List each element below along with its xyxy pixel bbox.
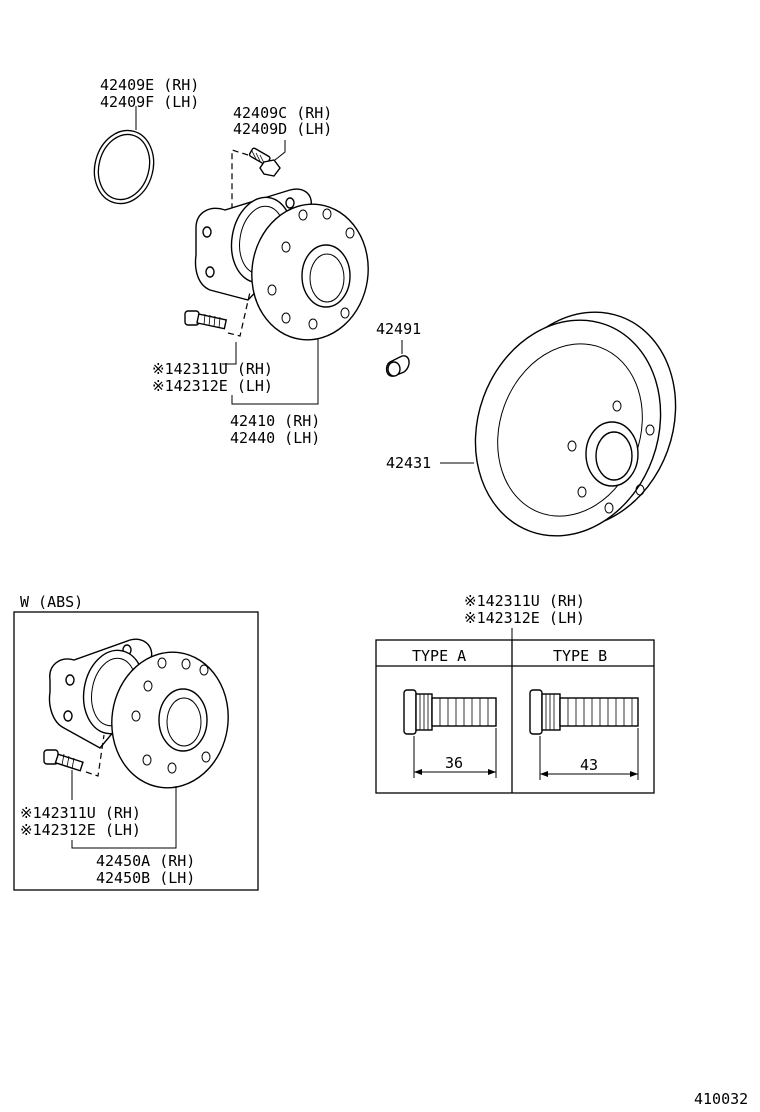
- type-b-header: TYPE B: [553, 647, 607, 665]
- abs-stud-label-lh: ※142312E (LH): [20, 821, 141, 839]
- hub-stud-label-lh: ※142312E (LH): [152, 377, 273, 395]
- abs-box-title: W (ABS): [20, 593, 83, 611]
- figure-number: 410032: [694, 1090, 748, 1108]
- type-a-length: 36: [445, 754, 463, 772]
- type-a-dimension: [413, 728, 497, 778]
- hub-bolt: [248, 147, 281, 177]
- type-b-dimension: [539, 728, 639, 780]
- type-table-stud-label-lh: ※142312E (LH): [464, 609, 585, 627]
- abs-hub-stud: [43, 749, 84, 772]
- hub-bolt-label-lh: 42409D (LH): [233, 120, 332, 138]
- type-a-header: TYPE A: [412, 647, 466, 665]
- hub-label-rh: 42410 (RH): [230, 412, 320, 430]
- hub-bolt-label-rh: 42409C (RH): [233, 104, 332, 122]
- abs-hub-label-lh: 42450B (LH): [96, 869, 195, 887]
- abs-hub-label-rh: 42450A (RH): [96, 852, 195, 870]
- stud-leader: [222, 342, 237, 365]
- type-table: [375, 639, 655, 794]
- abs-hub-leader: [71, 786, 177, 849]
- hub-assembly: [194, 188, 369, 341]
- abs-stud-label-rh: ※142311U (RH): [20, 804, 141, 822]
- type-a-stud: [403, 689, 497, 735]
- abs-hub-assembly: [48, 638, 229, 789]
- abs-stud-guide-dash: [85, 734, 105, 777]
- hub-stud-label-rh: ※142311U (RH): [152, 360, 273, 378]
- hub-label-lh: 42440 (LH): [230, 429, 320, 447]
- hub-bolt-leader: [274, 140, 286, 161]
- hub-leader: [231, 338, 319, 405]
- hole-plug: [385, 355, 410, 377]
- o-ring-label-lh: 42409F (LH): [100, 93, 199, 111]
- stud-guide-dash: [227, 291, 251, 337]
- type-b-length: 43: [580, 756, 598, 774]
- brake-disc: [474, 311, 677, 537]
- plug-label: 42491: [376, 320, 421, 338]
- o-ring: [93, 129, 155, 205]
- disc-label: 42431: [386, 454, 431, 472]
- type-b-stud: [529, 689, 639, 735]
- hub-stud: [184, 310, 228, 330]
- type-table-stud-label-rh: ※142311U (RH): [464, 592, 585, 610]
- o-ring-label-rh: 42409E (RH): [100, 76, 199, 94]
- abs-box-frame: [13, 611, 259, 891]
